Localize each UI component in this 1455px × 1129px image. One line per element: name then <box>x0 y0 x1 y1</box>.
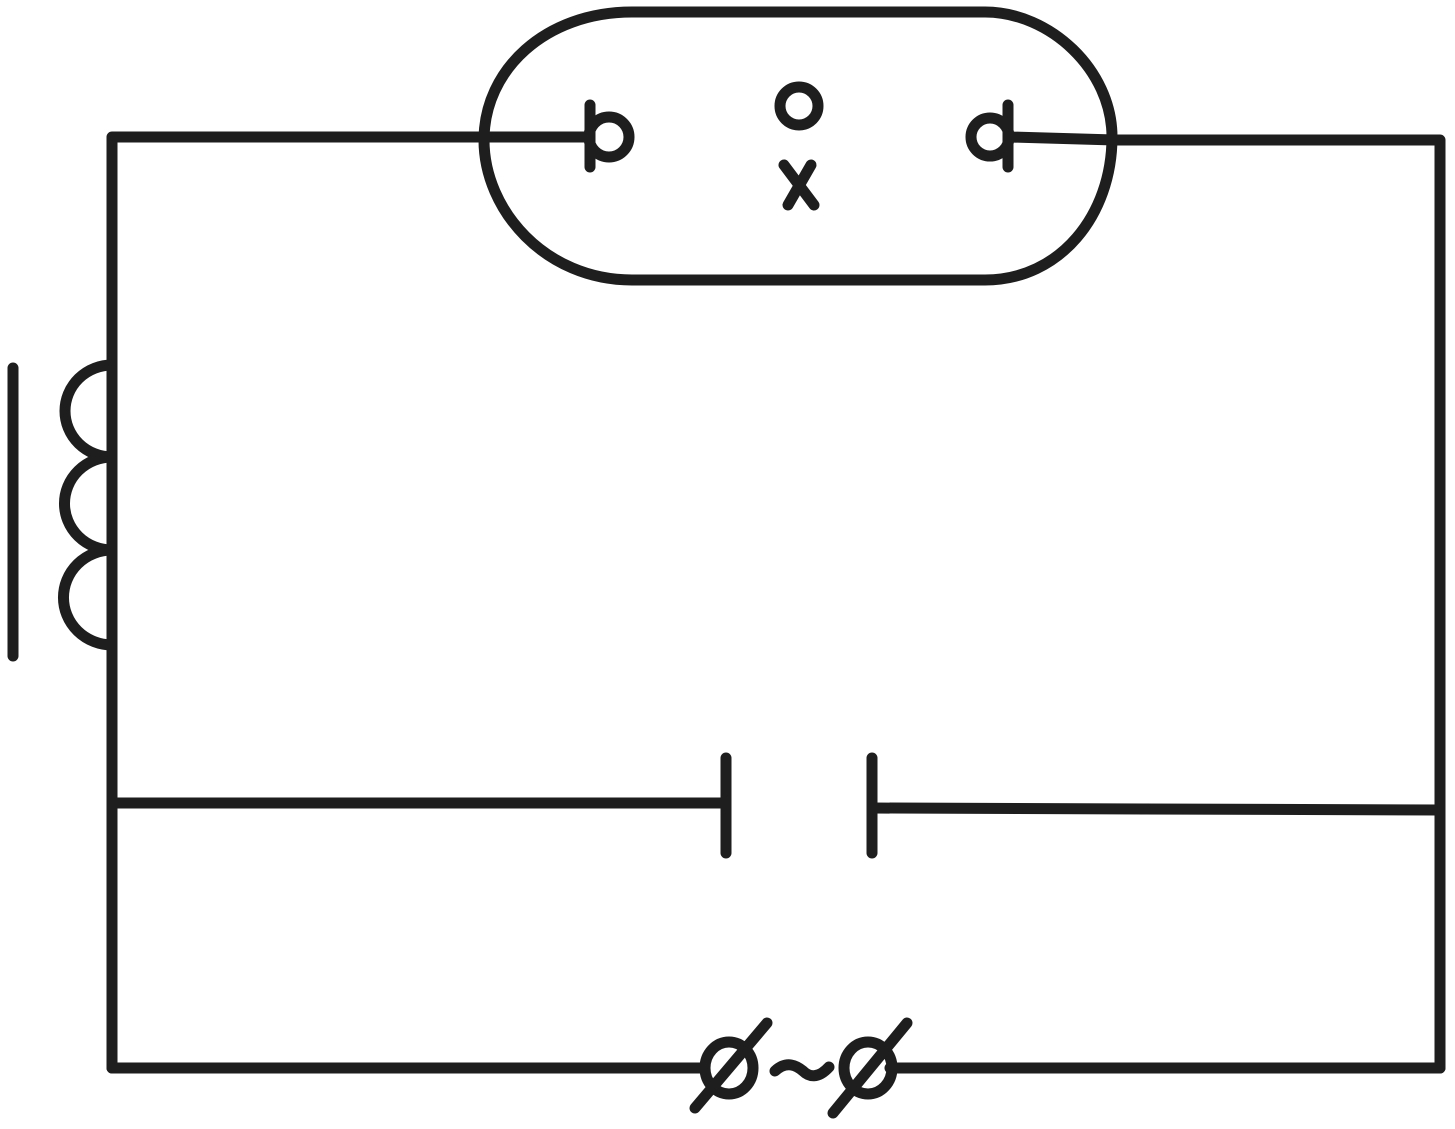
ac-tilde-icon <box>769 1059 835 1082</box>
ac-terminal-left-icon <box>699 1036 759 1100</box>
ac-source-icon <box>689 1017 913 1119</box>
ac-terminal-right-icon <box>838 1036 898 1100</box>
circuit-wires <box>106 131 1446 1074</box>
capacitor-icon <box>720 752 878 859</box>
wire-capacitor-right <box>866 802 1446 816</box>
inductor-icon <box>7 359 118 662</box>
ring-icon <box>774 81 824 131</box>
right-electrode-icon <box>965 99 1015 173</box>
left-electrode-icon <box>583 99 635 173</box>
discharge-tube-icon <box>478 6 1118 286</box>
wire-top-left <box>106 131 596 658</box>
cross-icon <box>778 159 820 211</box>
wire-top-right <box>1004 131 1446 1074</box>
